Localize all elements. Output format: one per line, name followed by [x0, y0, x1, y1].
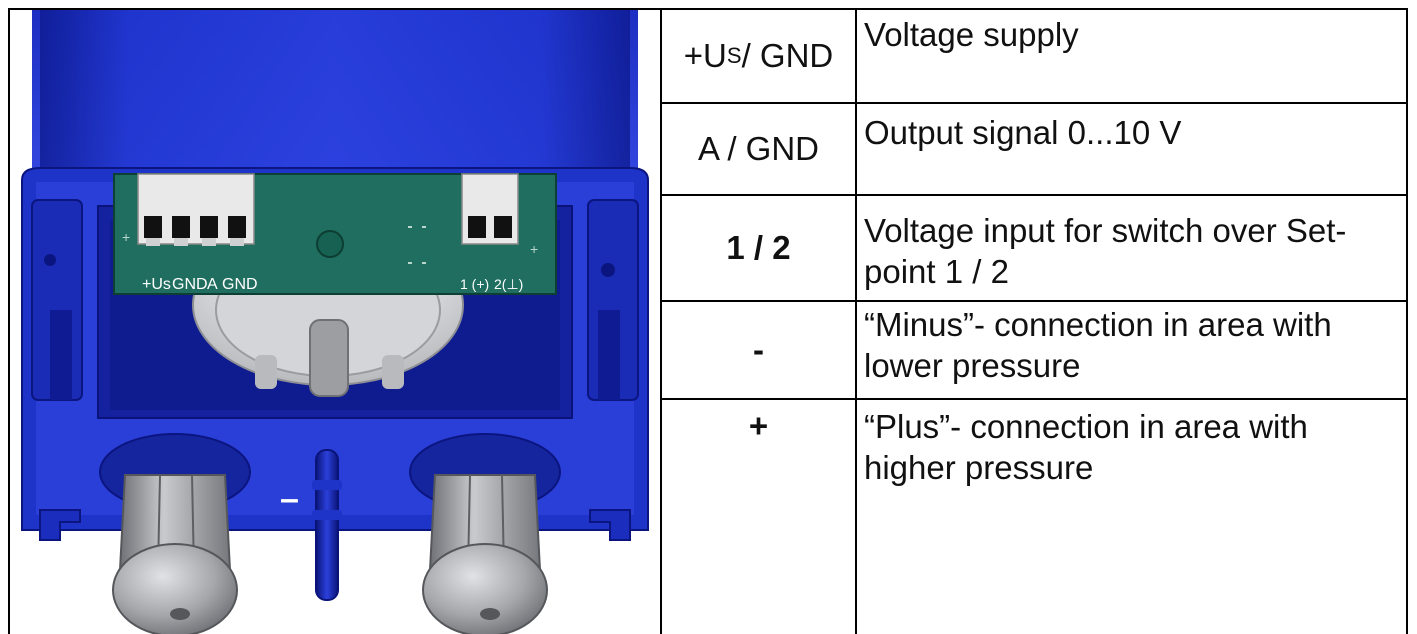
legend-desc-minus-line-1: “Minus”- connection in area with	[864, 306, 1332, 343]
legend-key-minus: -	[753, 331, 764, 368]
legend-key-supply-sub: S	[726, 43, 742, 68]
legend-key-supply-rest: / GND	[741, 37, 834, 74]
row-divider-3	[660, 300, 1408, 302]
divider-image	[660, 8, 662, 634]
legend-desc-plus-line-2: higher pressure	[864, 449, 1094, 486]
terminal-label-us: +Us	[142, 276, 171, 293]
transmitter-drawing: + + +Us GND A GND 1 (+) 2(⊥)	[10, 10, 660, 634]
legend-key-setpoint: 1 / 2	[726, 229, 791, 266]
border-left	[8, 8, 10, 634]
row-divider-2	[660, 194, 1408, 196]
legend-desc-output: Output signal 0...10 V	[857, 112, 1404, 194]
port-minus-label: –	[280, 480, 299, 518]
legend-desc-supply: Voltage supply	[857, 14, 1404, 102]
legend-desc-minus-line-2: lower pressure	[864, 347, 1081, 384]
terminal-label-2: 2(⊥)	[494, 276, 523, 292]
terminal-label-a: A	[207, 276, 218, 293]
legend-desc-output-line: Output signal 0...10 V	[864, 114, 1182, 151]
terminal-label-gnd-2: GND	[222, 276, 258, 293]
port-plus-label: +	[278, 522, 298, 560]
legend-desc-setpoint-line-1: Voltage input for switch over Set-	[864, 212, 1347, 249]
legend-desc-setpoint: Voltage input for switch over Set- point…	[857, 210, 1404, 300]
transmitter-illustration: + + +Us GND A GND 1 (+) 2(⊥)	[10, 10, 660, 634]
legend-key-output: A / GND	[697, 130, 820, 167]
legend-desc-supply-line: Voltage supply	[864, 16, 1079, 53]
row-divider-1	[660, 102, 1408, 104]
row-divider-4	[660, 398, 1408, 400]
divider-key	[855, 8, 857, 634]
border-top	[8, 8, 1408, 10]
board-plus-left: +	[122, 229, 130, 245]
board-plus-right: +	[530, 241, 538, 257]
legend-key-supply-u: +U	[683, 37, 727, 74]
terminal-label-gnd-1: GND	[172, 276, 208, 293]
border-right	[1406, 8, 1408, 634]
legend-key-plus: +	[748, 407, 769, 444]
legend-desc-plus: “Plus”- connection in area with higher p…	[857, 406, 1404, 506]
legend-desc-minus: “Minus”- connection in area with lower p…	[857, 304, 1404, 398]
terminal-label-1: 1 (+)	[460, 276, 489, 292]
legend-desc-setpoint-line-2: point 1 / 2	[864, 253, 1009, 290]
legend-desc-plus-line-1: “Plus”- connection in area with	[864, 408, 1308, 445]
